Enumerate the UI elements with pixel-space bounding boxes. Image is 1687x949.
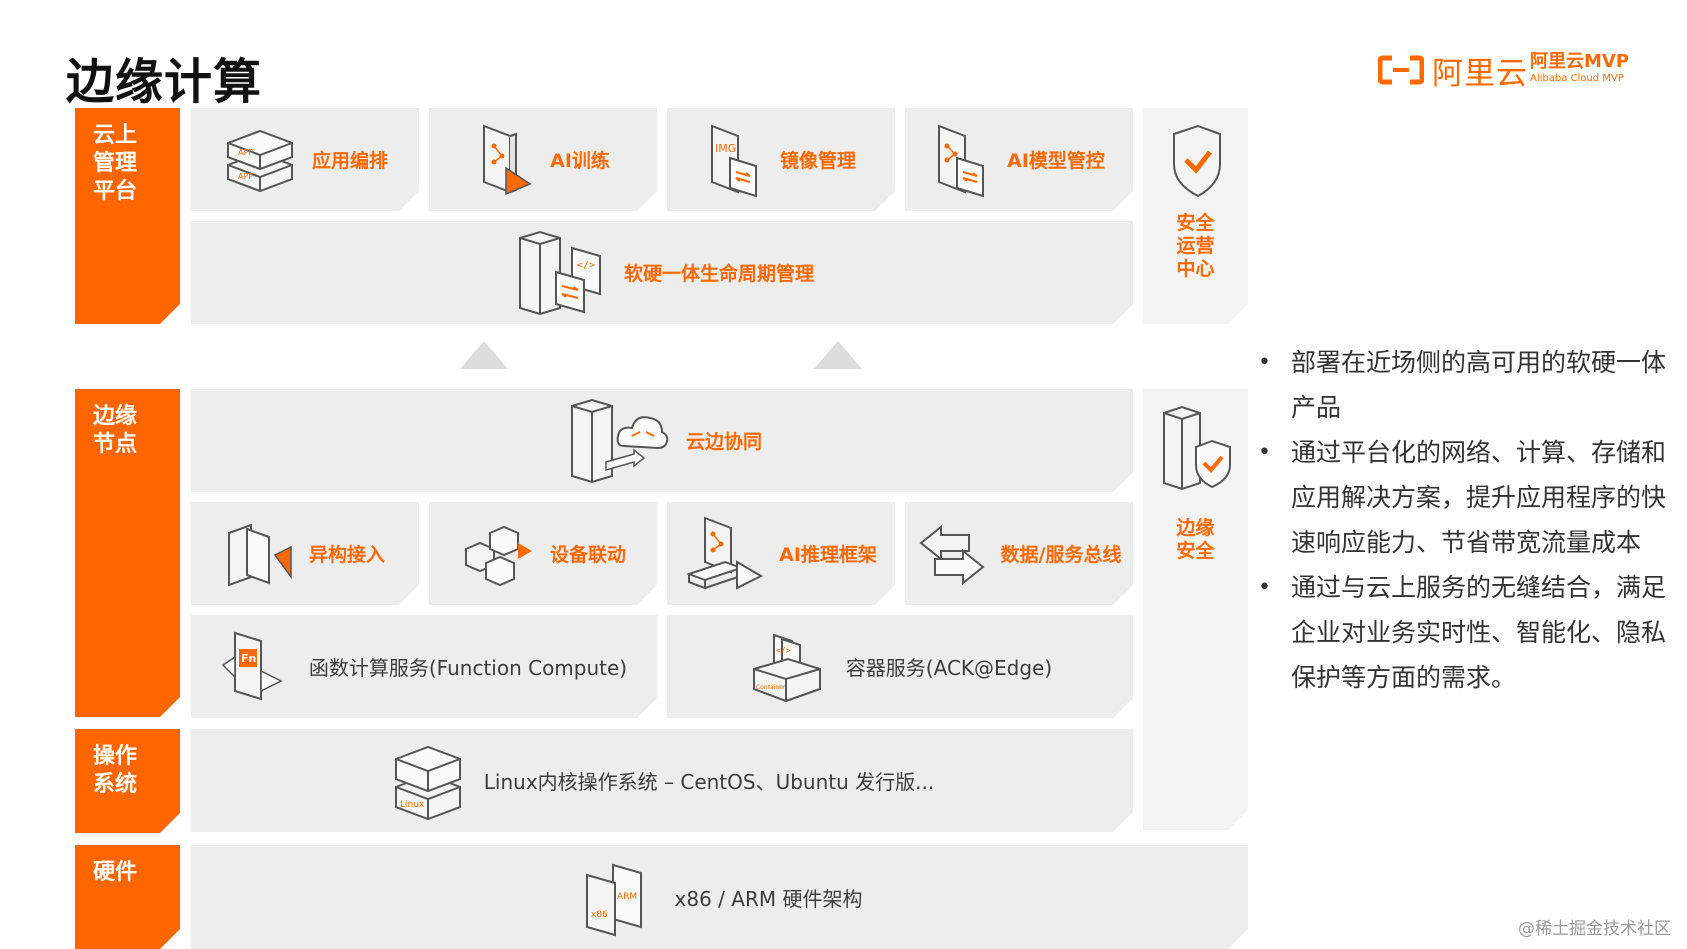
box-label: Linux内核操作系统 – CentOS、Ubuntu 发行版...	[483, 770, 935, 794]
shield-check-icon	[1168, 122, 1224, 198]
box-label: x86 / ARM 硬件架构	[674, 886, 863, 911]
box-label: 函数计算服务(Function Compute)	[308, 656, 628, 680]
box-function-compute: Fn 函数计算服务(Function Compute)	[191, 615, 657, 718]
svg-text:</>: </>	[577, 260, 595, 271]
ai-training-icon	[476, 122, 536, 198]
mvp-logo: 阿里云MVP Alibaba Cloud MVP	[1530, 52, 1629, 86]
up-arrow-left	[460, 341, 508, 369]
box-label: 软硬一体生命周期管理	[623, 263, 814, 285]
box-label: AI训练	[550, 150, 610, 172]
box-label: 容器服务(ACK@Edge)	[845, 656, 1053, 680]
mvp-subtitle: Alibaba Cloud MVP	[1530, 73, 1624, 84]
bullet-text: 部署在近场侧的高可用的软硬一体产品	[1291, 348, 1667, 422]
chips-icon: ARM x86	[577, 855, 657, 939]
box-label: 数据/服务总线	[1000, 544, 1122, 566]
box-label: AI推理框架	[779, 544, 877, 566]
box-ai-inference: AI推理框架	[667, 502, 895, 605]
bullet-item: • 通过与云上服务的无缝结合，满足企业对业务实时性、智能化、隐私保护等方面的需求…	[1258, 565, 1678, 700]
box-lifecycle-management: </> 软硬一体生命周期管理	[191, 221, 1133, 324]
bullet-item: • 通过平台化的网络、计算、存储和应用解决方案，提升应用程序的快速响应能力、节省…	[1258, 430, 1678, 565]
svg-text:APP: APP	[238, 148, 253, 157]
box-label: 镜像管理	[779, 150, 856, 172]
box-device-linkage: 设备联动	[429, 502, 657, 605]
svg-text:IMG: IMG	[715, 142, 736, 155]
section-edge-label: 边缘 节点	[93, 404, 138, 457]
server-lifecycle-icon: </>	[510, 228, 610, 318]
svg-text:Fn: Fn	[241, 652, 256, 665]
svg-text:Linux: Linux	[400, 800, 425, 810]
exchange-arrows-icon	[917, 519, 987, 589]
box-security-operations: 安全 运营 中心	[1143, 108, 1248, 324]
svg-text:APP: APP	[238, 172, 253, 181]
bullet-dot: •	[1258, 440, 1271, 465]
box-heterogeneous-access: 异构接入	[191, 502, 419, 605]
box-ai-model-control: AI模型管控	[905, 108, 1133, 211]
up-arrow-right	[814, 341, 862, 369]
image-doc-icon: IMG	[706, 122, 766, 198]
box-label: 设备联动	[549, 544, 626, 566]
bullet-dot: •	[1258, 350, 1271, 375]
section-hardware-label: 硬件	[93, 860, 138, 885]
section-hardware: 硬件	[75, 845, 180, 949]
cubes-icon	[460, 519, 536, 589]
box-linux-os: Linux Linux内核操作系统 – CentOS、Ubuntu 发行版...	[191, 729, 1133, 832]
app-stack-icon: APP APP	[222, 125, 298, 195]
box-cloud-edge-collab: 云边协同	[191, 389, 1133, 492]
section-os-label: 操作 系统	[93, 744, 138, 797]
box-label: 应用编排	[311, 150, 388, 172]
container-box-icon: </> Container	[748, 629, 828, 705]
aliyun-logo: 阿里云	[1378, 50, 1528, 92]
svg-text:</>: </>	[776, 646, 791, 655]
section-cloud: 云上 管理 平台	[75, 108, 180, 324]
linux-stack-icon: Linux	[390, 739, 466, 823]
ai-inference-icon	[685, 514, 765, 594]
page-title: 边缘计算	[66, 54, 263, 110]
ai-model-icon	[933, 122, 993, 198]
box-app-orchestration: APP APP 应用编排	[191, 108, 419, 211]
box-edge-security: 边缘 安全	[1143, 389, 1248, 830]
bullet-dot: •	[1258, 575, 1271, 600]
mvp-title: 阿里云MVP	[1530, 51, 1630, 72]
svg-text:ARM: ARM	[617, 892, 637, 902]
section-cloud-label: 云上 管理 平台	[93, 123, 138, 204]
box-label: 云边协同	[685, 431, 762, 453]
watermark: @稀土掘金技术社区	[1518, 919, 1671, 939]
box-data-service-bus: 数据/服务总线	[905, 502, 1133, 605]
heterogeneous-icon	[225, 519, 295, 589]
server-cloud-icon	[562, 396, 672, 486]
box-label: AI模型管控	[1007, 150, 1105, 172]
box-label: 安全 运营 中心	[1176, 212, 1215, 280]
svg-text:x86: x86	[591, 910, 608, 920]
box-label: 异构接入	[308, 544, 385, 566]
bullet-text: 通过平台化的网络、计算、存储和应用解决方案，提升应用程序的快速响应能力、节省带宽…	[1291, 438, 1667, 557]
function-icon: Fn	[221, 627, 291, 707]
box-hardware-arch: ARM x86 x86 / ARM 硬件架构	[191, 845, 1248, 949]
section-edge: 边缘 节点	[75, 389, 180, 717]
server-shield-icon	[1156, 403, 1236, 493]
svg-text:Container: Container	[756, 684, 786, 691]
bullet-item: • 部署在近场侧的高可用的软硬一体产品	[1258, 340, 1678, 430]
box-label: 边缘 安全	[1176, 517, 1215, 562]
box-ai-training: AI训练	[429, 108, 657, 211]
bullet-text: 通过与云上服务的无缝结合，满足企业对业务实时性、智能化、隐私保护等方面的需求。	[1291, 573, 1667, 692]
logo-text: 阿里云	[1432, 55, 1528, 92]
box-image-management: IMG 镜像管理	[667, 108, 895, 211]
aliyun-bracket-icon	[1378, 55, 1424, 85]
bullet-list: • 部署在近场侧的高可用的软硬一体产品 • 通过平台化的网络、计算、存储和应用解…	[1258, 340, 1678, 700]
box-container-service: </> Container 容器服务(ACK@Edge)	[667, 615, 1133, 718]
section-os: 操作 系统	[75, 729, 180, 833]
